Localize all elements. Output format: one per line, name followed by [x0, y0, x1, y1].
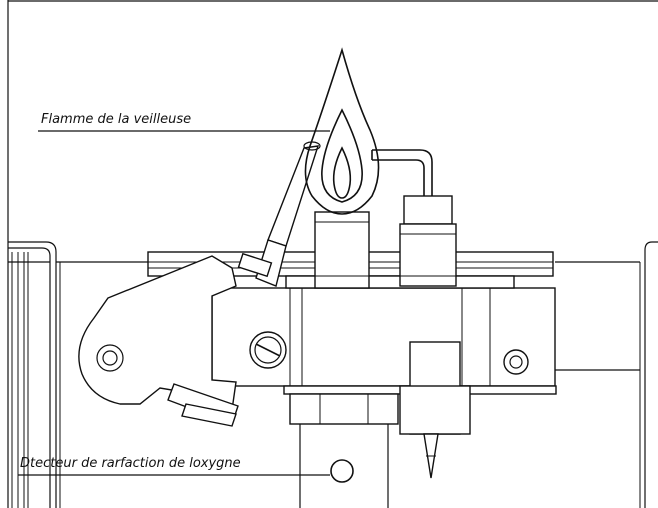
adjustment-screw [249, 331, 287, 369]
outer-frame [7, 0, 658, 508]
electrode-column [399, 195, 457, 287]
pilot-nozzle [314, 211, 370, 289]
pilot-flame [304, 47, 380, 215]
right-bracket [555, 241, 658, 508]
pipe-fittings [289, 393, 399, 508]
oxygen-depletion-sensor-label: Dtecteur de rarfaction de loxygne [20, 456, 241, 471]
left-bracket [8, 241, 148, 508]
sensor-probe [399, 341, 471, 479]
right-bolt [503, 349, 529, 375]
sensor-hole [330, 459, 354, 483]
mounting-clip [167, 383, 239, 427]
electrode-wire [371, 149, 433, 196]
pivot-arm [78, 255, 237, 411]
pilot-flame-label: Flamme de la veilleuse [41, 112, 191, 127]
